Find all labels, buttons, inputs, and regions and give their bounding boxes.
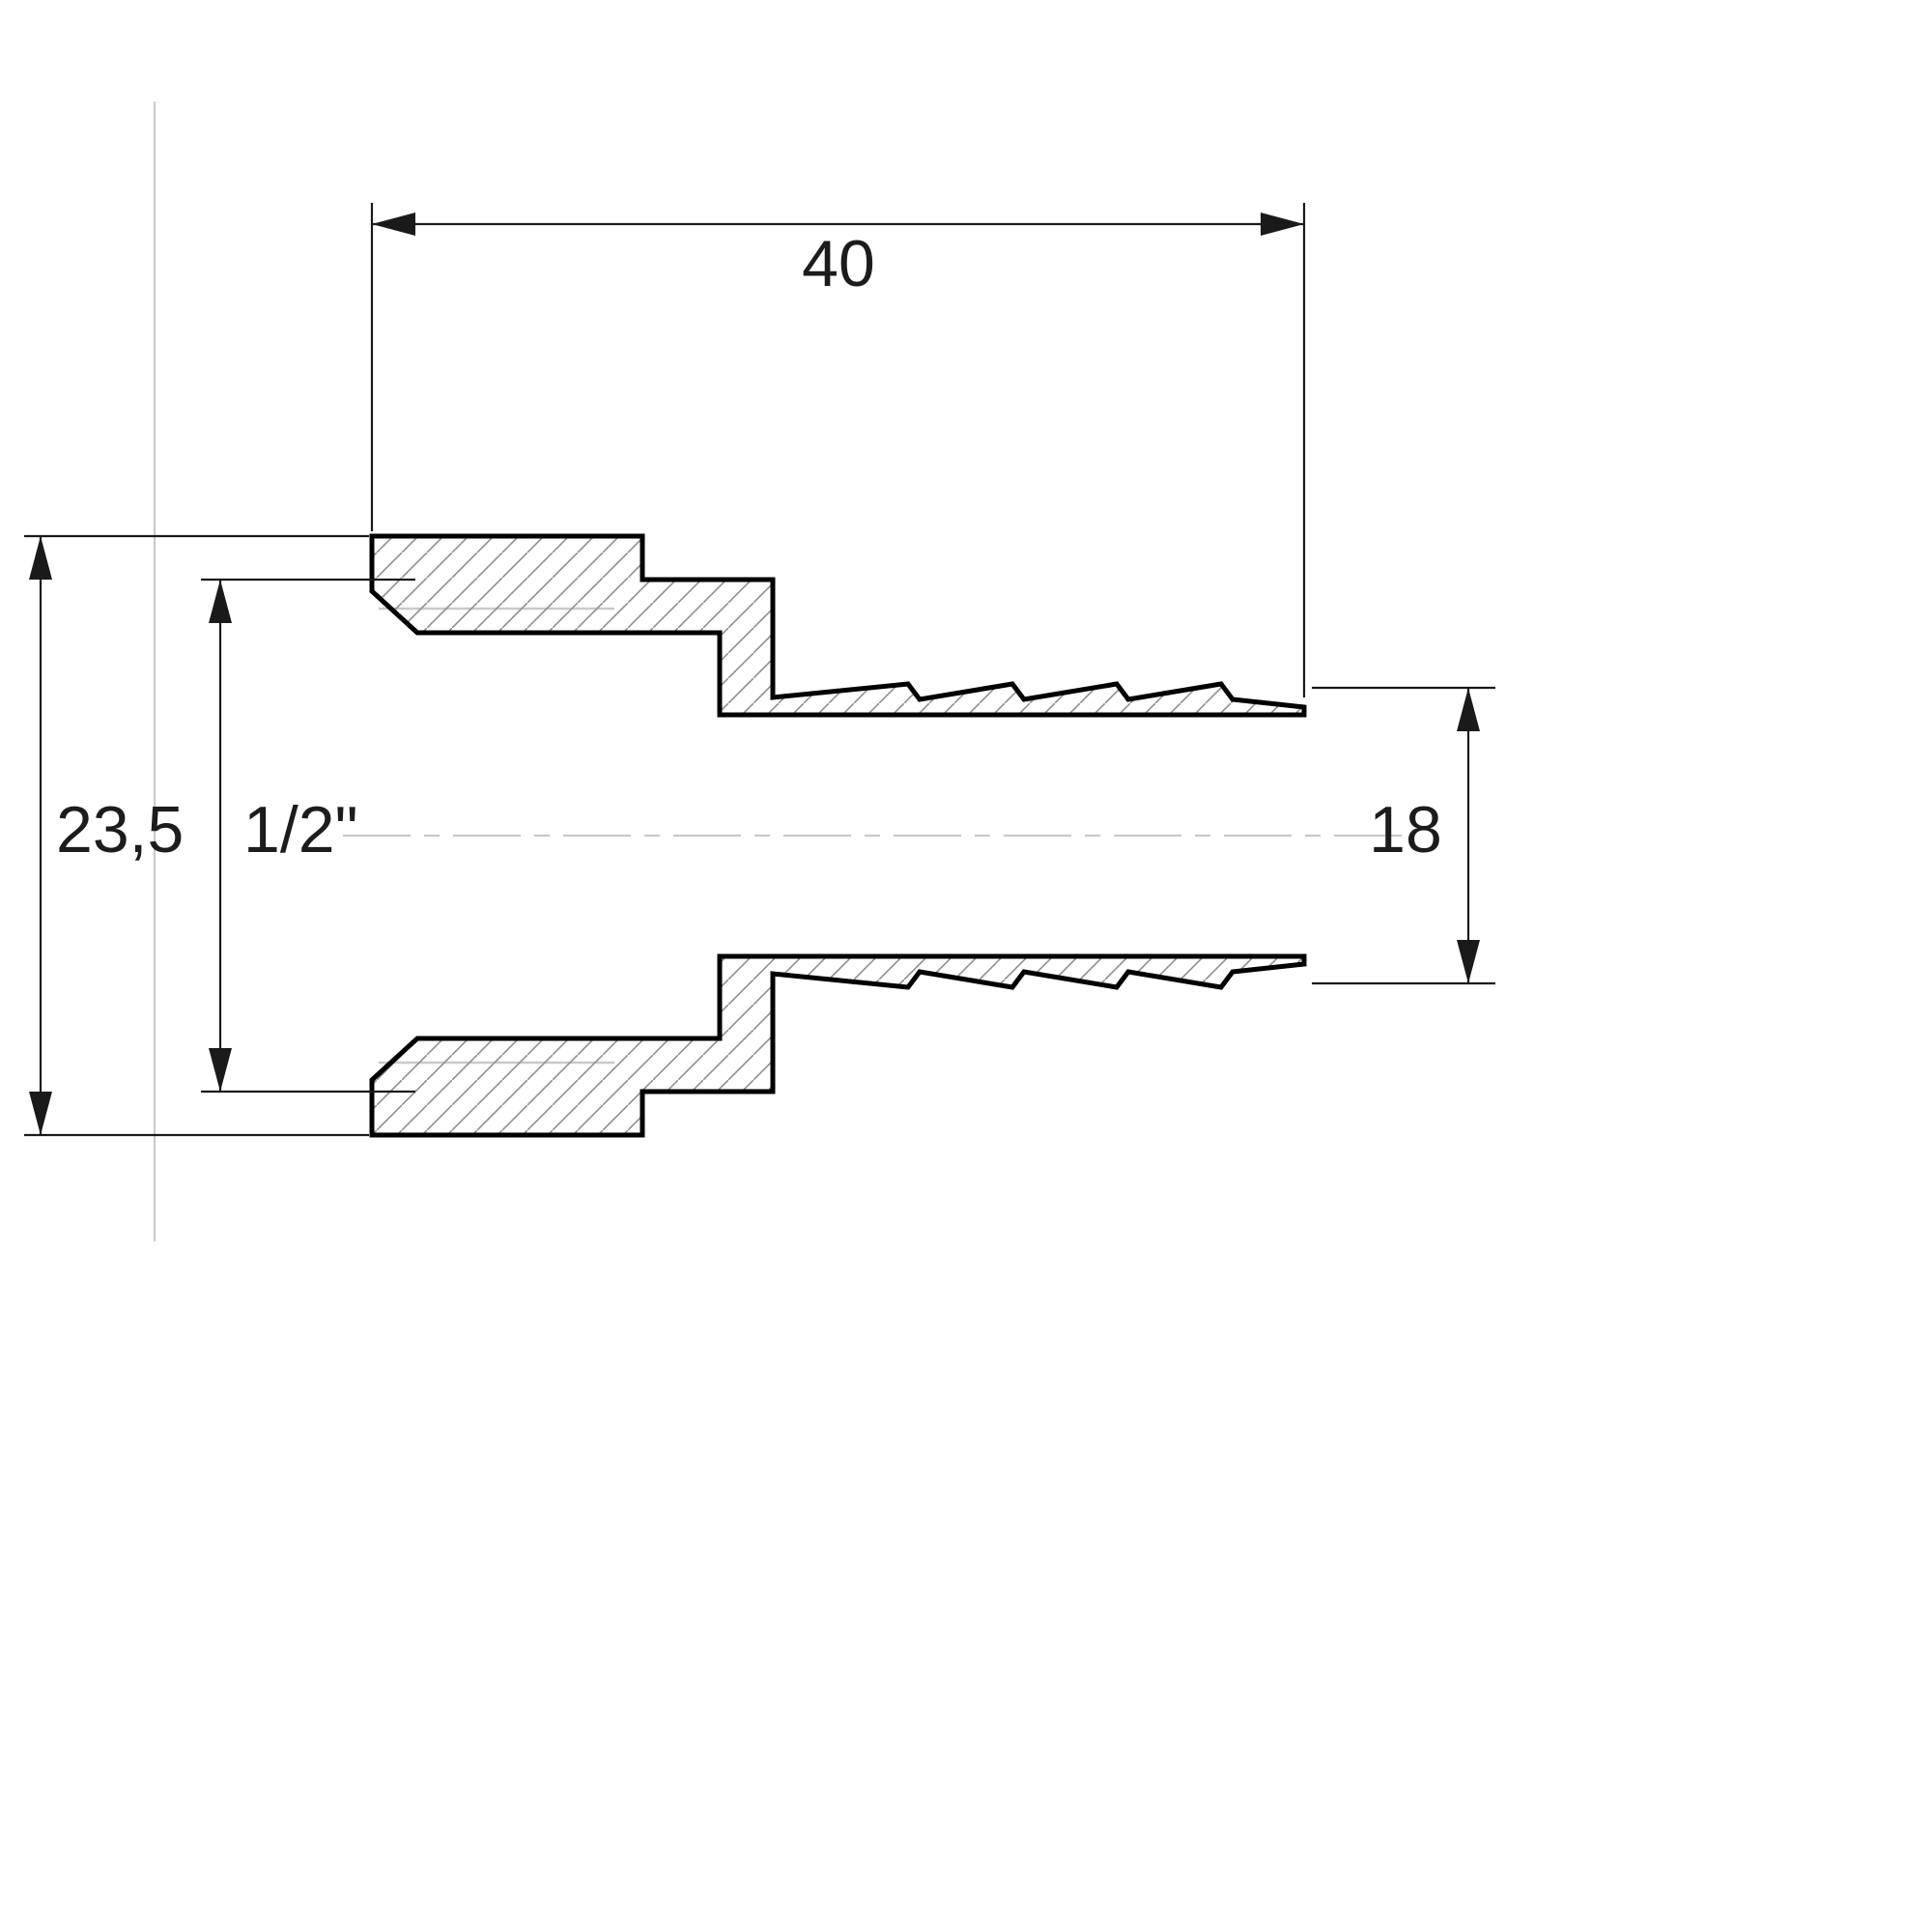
arrowhead-top	[1457, 688, 1480, 731]
fitting-section-lower-half	[369, 953, 1307, 1138]
arrowhead-top	[209, 580, 232, 623]
dimension-barb-diameter-label: 18	[1369, 793, 1442, 867]
dimension-body-diameter-label: 23,5	[56, 793, 184, 867]
arrowhead-top	[29, 536, 52, 580]
dimension-thread-size-label: 1/2"	[243, 793, 358, 867]
arrowhead-right	[1261, 213, 1304, 236]
arrowhead-left	[372, 213, 415, 236]
arrowhead-bottom	[209, 1048, 232, 1092]
dimension-thread-size: 1/2"	[201, 578, 415, 1094]
dimension-body-diameter: 23,5	[24, 534, 369, 1137]
dimension-overall-length: 40	[370, 203, 1306, 697]
arrowhead-bottom	[29, 1092, 52, 1135]
fitting-section	[369, 533, 1307, 1138]
dimension-overall-length-label: 40	[802, 227, 875, 300]
arrowhead-bottom	[1457, 940, 1480, 983]
dimension-barb-diameter: 18	[1312, 686, 1495, 985]
fitting-section-upper-half	[369, 533, 1307, 718]
